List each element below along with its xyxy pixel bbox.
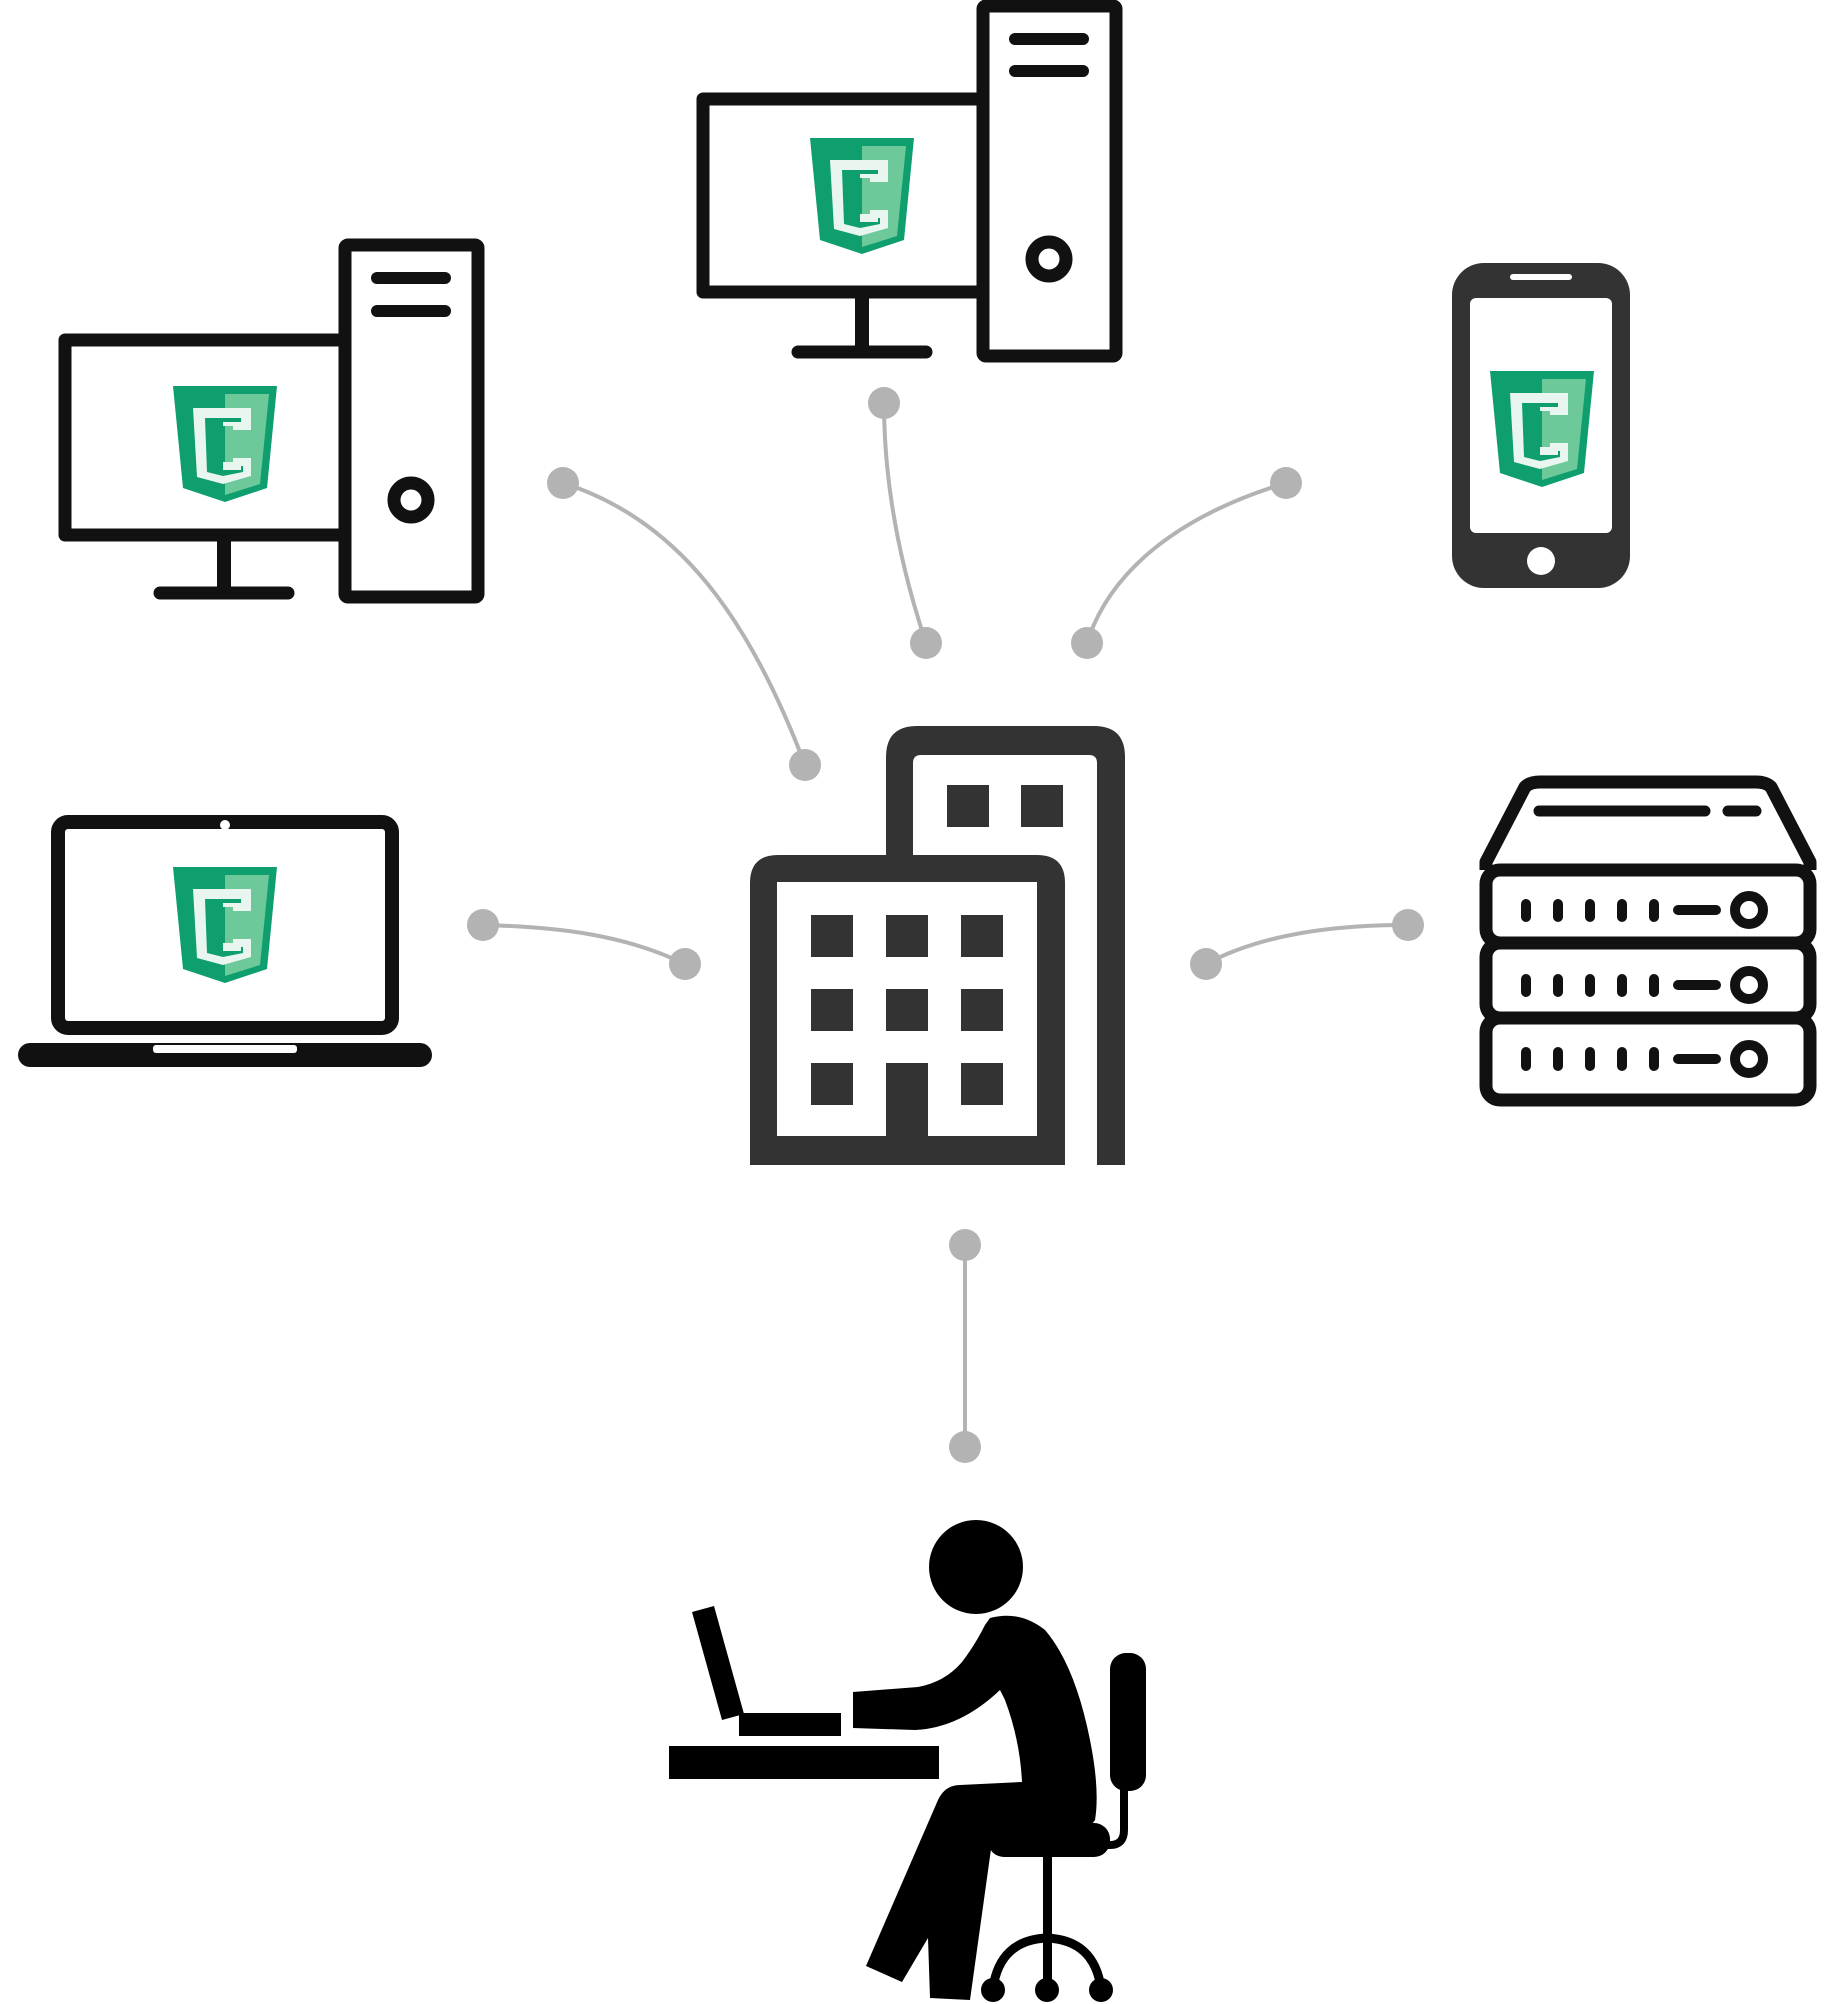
laptop [18, 815, 432, 1067]
connector-building-desktop-left [547, 467, 821, 781]
connector-building-person [949, 1229, 981, 1463]
desktop-computer-top [696, 0, 1123, 363]
desktop-computer-left [58, 238, 485, 604]
office-building [750, 726, 1125, 1165]
connector-building-server [1190, 909, 1424, 980]
server-rack-icon [1479, 775, 1817, 1107]
laptop-icon [18, 815, 432, 1067]
green-shield-c-logo-icon [810, 138, 914, 254]
person-working-at-laptop-icon [669, 1520, 1146, 2002]
connector-building-smartphone [1071, 467, 1302, 659]
green-shield-c-logo-icon [173, 386, 277, 502]
green-shield-c-logo-icon [173, 867, 277, 983]
person-at-desk [669, 1520, 1146, 2002]
office-building-icon [750, 726, 1125, 1165]
desktop-computer-icon [696, 0, 1123, 363]
connector-building-laptop [467, 909, 701, 980]
connectors [467, 387, 1424, 1463]
server-rack [1479, 775, 1817, 1107]
smartphone [1452, 263, 1630, 588]
desktop-computer-icon [58, 238, 485, 604]
connector-building-desktop-top [868, 387, 942, 659]
green-shield-c-logo-icon [1490, 371, 1594, 487]
